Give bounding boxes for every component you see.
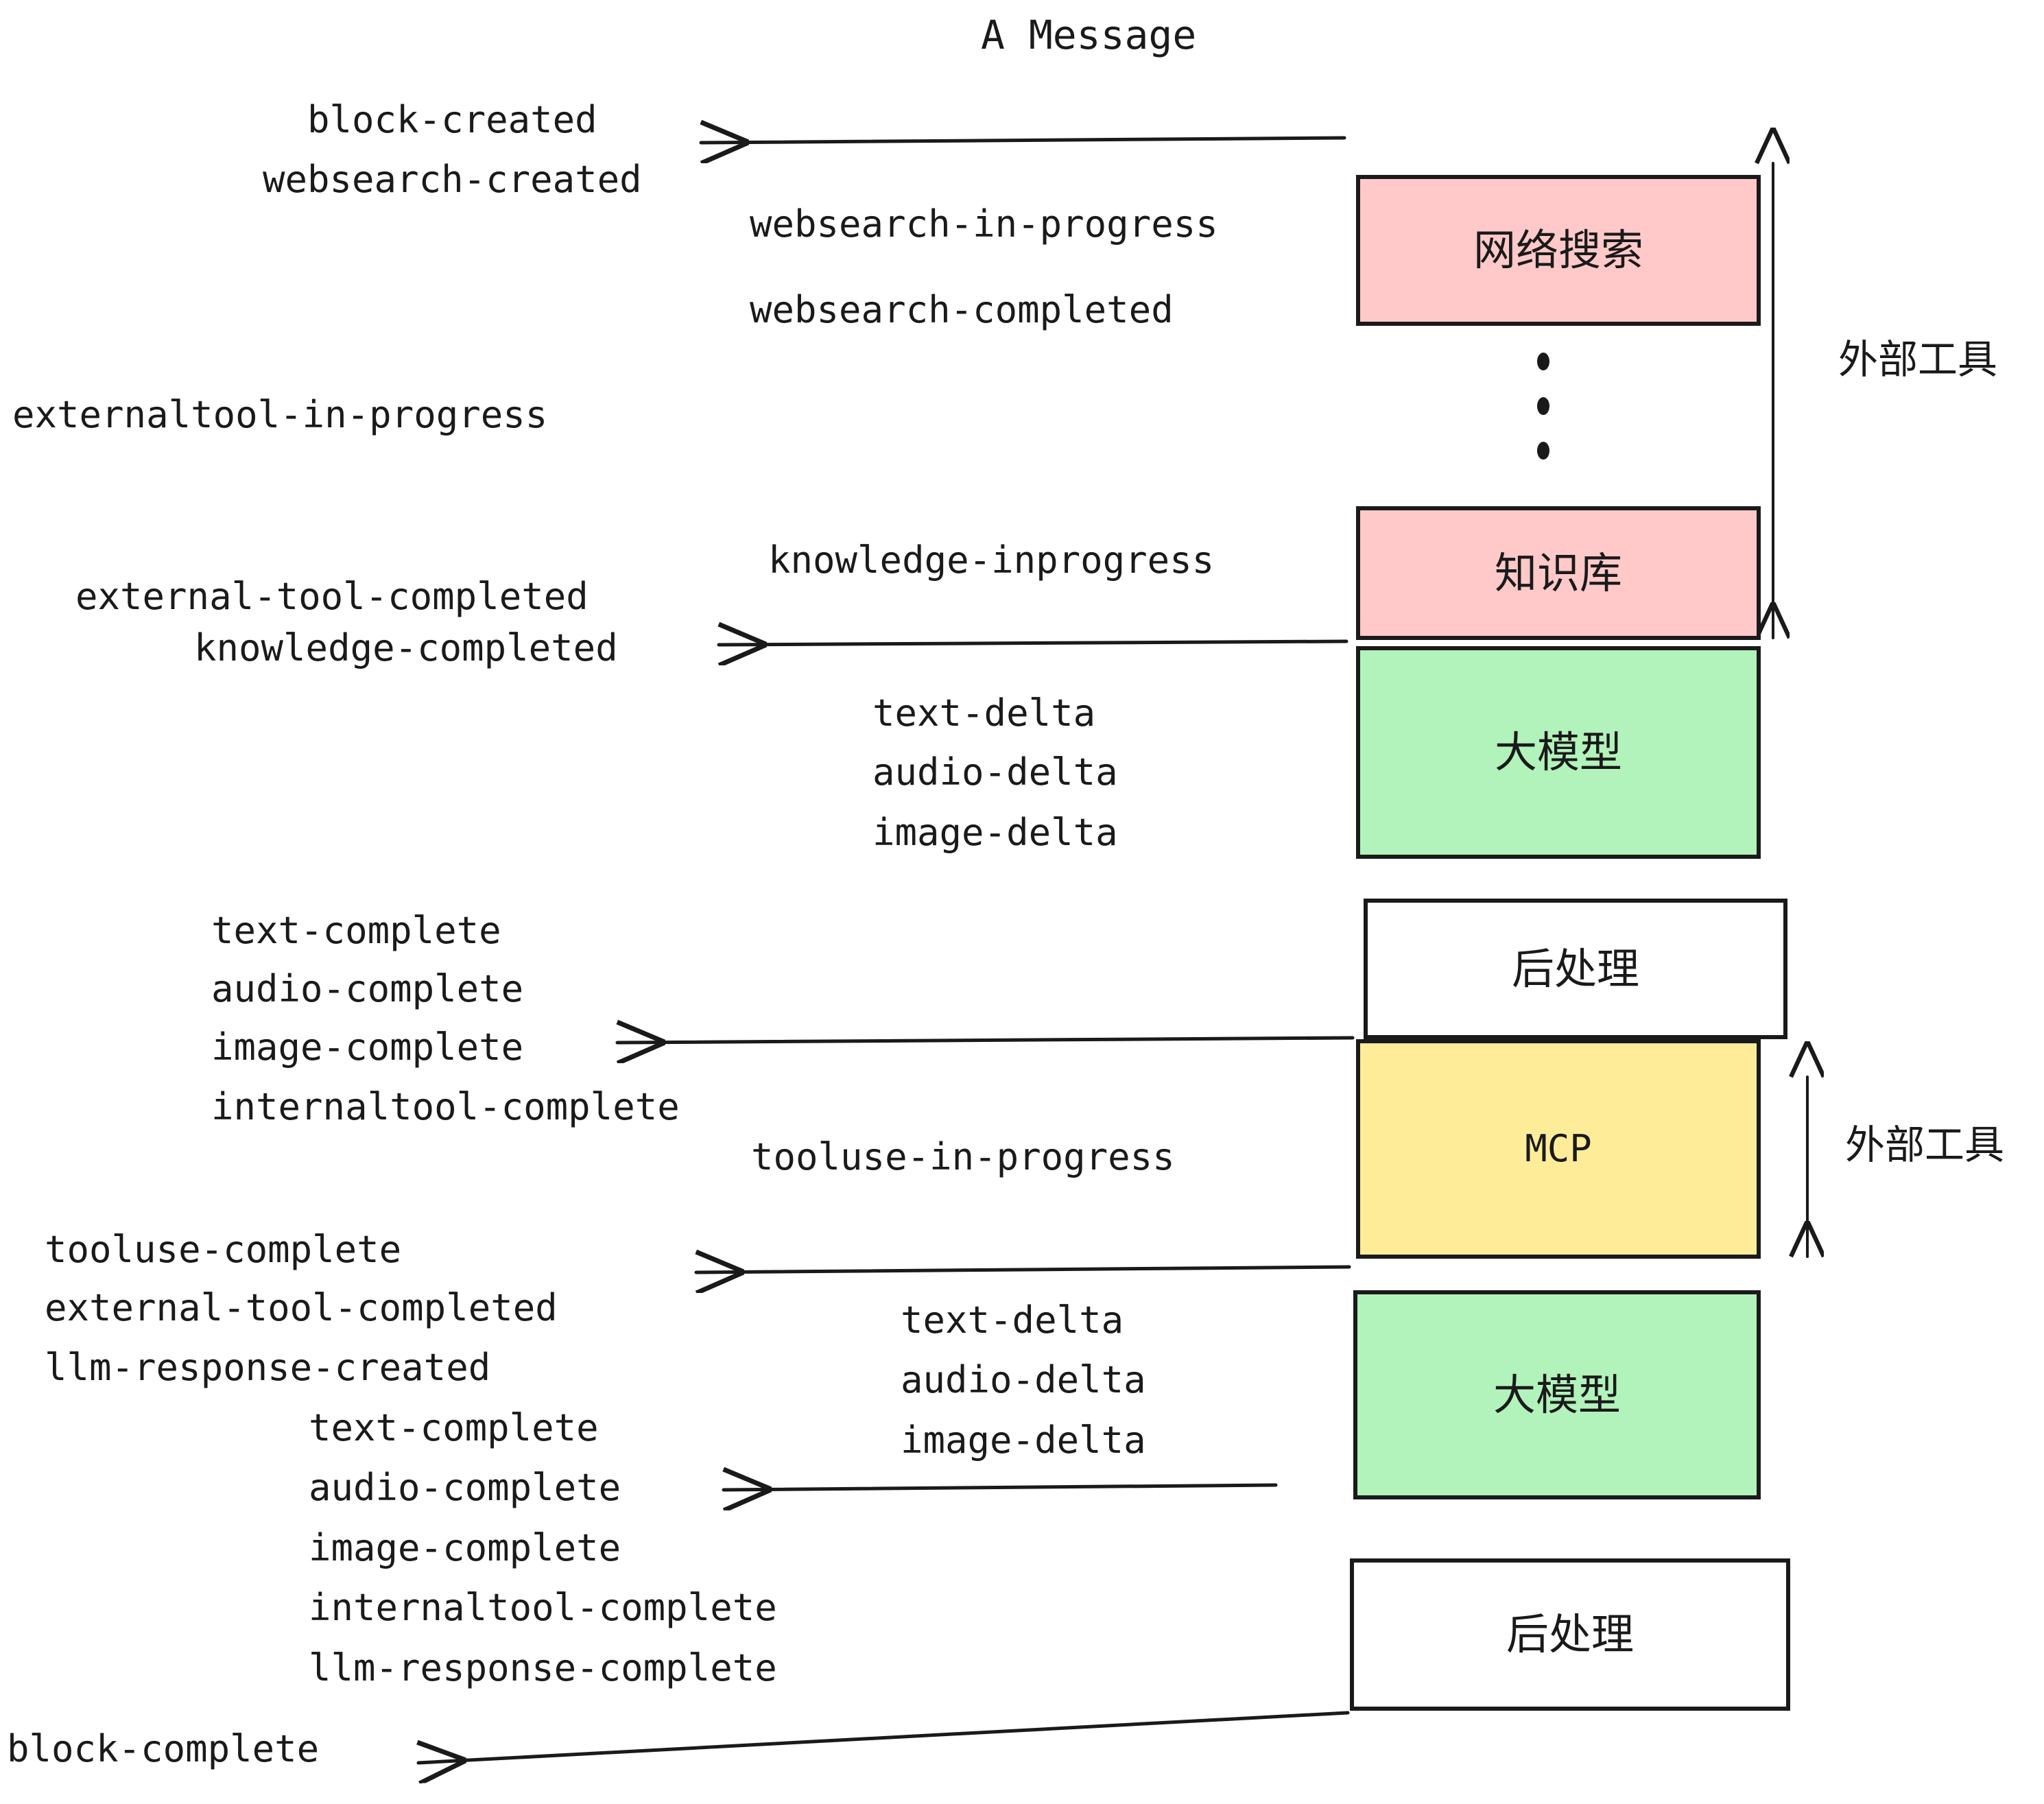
page-title: A Message (981, 12, 1197, 58)
event-label-internaltool-complete-1: internaltool-complete (211, 1085, 680, 1128)
side-label-external-tools-bottom: 外部工具 (1845, 1121, 2005, 1168)
event-label-text-delta-2: text-delta (901, 1298, 1124, 1342)
node-box-label-knowledge: 知识库 (1494, 547, 1622, 598)
event-label-websearch-created: websearch-created (263, 158, 642, 201)
arrow-knowledge-done (717, 641, 1348, 645)
event-label-knowledge-completed: knowledge-completed (194, 626, 618, 669)
event-label-text-delta-1: text-delta (872, 691, 1096, 735)
event-label-externaltool-in-progress: externaltool-in-progress (12, 393, 548, 436)
event-label-image-complete-2: image-complete (309, 1526, 621, 1569)
arrow-audio-complete (722, 1485, 1278, 1490)
node-box-label-llm-2: 大模型 (1493, 1369, 1621, 1420)
node-box-label-mcp: MCP (1525, 1127, 1592, 1170)
event-label-block-created: block-created (307, 98, 597, 141)
event-label-websearch-in-progress: websearch-in-progress (750, 202, 1218, 246)
event-label-image-delta-1: image-delta (872, 811, 1118, 854)
node-box-llm-1: 大模型 (1356, 646, 1761, 859)
node-box-mcp: MCP (1356, 1039, 1761, 1259)
event-label-external-tool-completed-2: external-tool-completed (45, 1286, 558, 1329)
event-label-text-complete-2: text-complete (309, 1406, 599, 1449)
flow-arrows (418, 138, 1355, 1763)
arrow-block-created (699, 138, 1346, 143)
event-label-llm-response-complete: llm-response-complete (309, 1646, 777, 1689)
node-box-postprocess-2: 后处理 (1350, 1558, 1790, 1711)
event-label-llm-response-created: llm-response-created (45, 1346, 491, 1389)
side-label-external-tools-top: 外部工具 (1838, 336, 1998, 383)
vdots-2 (1537, 397, 1549, 415)
node-box-websearch: 网络搜索 (1356, 175, 1761, 326)
node-box-label-websearch: 网络搜索 (1473, 225, 1643, 275)
arrow-block-complete (418, 1711, 1350, 1763)
node-box-label-postprocess-2: 后处理 (1506, 1609, 1634, 1659)
vdots-1 (1537, 353, 1549, 370)
event-label-block-complete: block-complete (7, 1727, 320, 1770)
event-label-internaltool-complete-2: internaltool-complete (309, 1586, 777, 1629)
event-label-tooluse-in-progress: tooluse-in-progress (751, 1135, 1175, 1178)
node-box-llm-2: 大模型 (1353, 1290, 1761, 1499)
event-label-audio-complete-1: audio-complete (211, 967, 524, 1010)
event-label-external-tool-completed-1: external-tool-completed (75, 575, 589, 618)
event-label-audio-complete-2: audio-complete (309, 1466, 621, 1509)
arrow-image-complete (615, 1038, 1355, 1043)
vertical-ellipsis-icon (1537, 353, 1549, 460)
scope-arrows (1773, 163, 1807, 1258)
event-label-tooluse-complete: tooluse-complete (45, 1228, 402, 1271)
arrow-tooluse-complete (694, 1267, 1351, 1272)
event-label-audio-delta-1: audio-delta (872, 750, 1118, 794)
vdots-3 (1537, 442, 1549, 460)
node-box-label-postprocess-1: 后处理 (1511, 943, 1639, 994)
node-box-knowledge: 知识库 (1356, 506, 1761, 640)
event-label-audio-delta-2: audio-delta (901, 1358, 1146, 1401)
event-label-image-complete-1: image-complete (211, 1025, 524, 1069)
event-label-websearch-completed: websearch-completed (750, 288, 1174, 331)
node-box-label-llm-1: 大模型 (1494, 727, 1622, 777)
event-label-image-delta-2: image-delta (901, 1419, 1146, 1462)
event-label-text-complete-1: text-complete (211, 909, 501, 952)
node-box-postprocess-1: 后处理 (1364, 899, 1787, 1039)
event-label-knowledge-inprogress: knowledge-inprogress (768, 538, 1215, 582)
